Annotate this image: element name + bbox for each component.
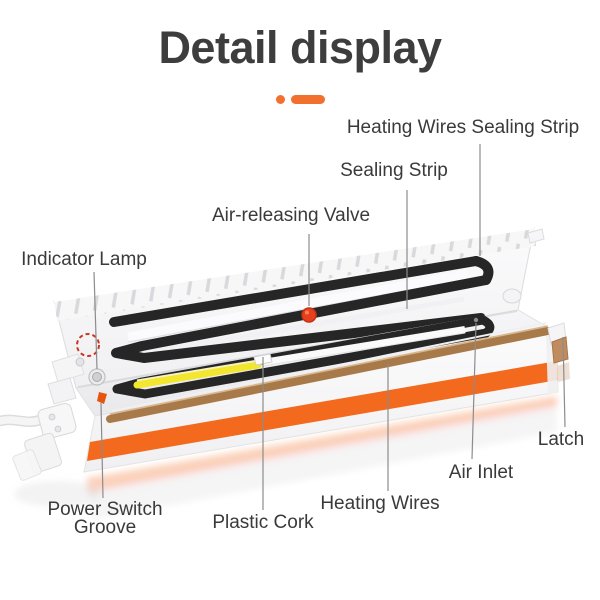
label-power-switch-groove: Power Switch Groove bbox=[47, 499, 163, 538]
sealer-lid bbox=[53, 227, 545, 389]
floor-reflection bbox=[14, 396, 557, 520]
lid-side-knob bbox=[502, 288, 522, 304]
lid-corner-tab bbox=[527, 228, 545, 244]
power-cord bbox=[0, 402, 77, 481]
label-heating-wires: Heating Wires bbox=[320, 493, 440, 514]
leader-indicator-lamp bbox=[93, 271, 98, 370]
leader-latch bbox=[562, 336, 566, 428]
base-orange-band bbox=[87, 361, 558, 461]
left-hinge bbox=[47, 353, 85, 405]
leader-power-switch-groove bbox=[100, 402, 104, 499]
label-heating-wires-sealing-strip: Heating Wires Sealing Strip bbox=[346, 117, 580, 138]
label-air-inlet: Air Inlet bbox=[448, 462, 514, 483]
air-releasing-valve bbox=[301, 307, 317, 323]
leader-air-inlet bbox=[471, 322, 477, 460]
label-plastic-cork: Plastic Cork bbox=[212, 512, 314, 533]
lid-circle-marking bbox=[76, 333, 100, 357]
leader-lines bbox=[93, 144, 566, 510]
title-accent-divider bbox=[0, 91, 600, 105]
label-sealing-strip: Sealing Strip bbox=[340, 160, 448, 181]
air-inlet-hole bbox=[473, 317, 479, 323]
power-plug bbox=[37, 402, 77, 440]
label-latch: Latch bbox=[537, 429, 585, 450]
page-title: Detail display bbox=[158, 22, 442, 73]
label-indicator-lamp: Indicator Lamp bbox=[21, 249, 147, 270]
base-foam-strips bbox=[133, 326, 466, 389]
label-air-releasing-valve: Air-releasing Valve bbox=[211, 205, 371, 226]
divider-dash-icon bbox=[290, 95, 325, 105]
lid-gasket-heating-wires-sealing-strip bbox=[109, 256, 494, 363]
divider-dot-icon bbox=[275, 95, 285, 105]
lid-ribs-texture bbox=[54, 228, 536, 321]
power-switch-groove-marker bbox=[97, 392, 107, 404]
indicator-lamp bbox=[88, 368, 106, 386]
